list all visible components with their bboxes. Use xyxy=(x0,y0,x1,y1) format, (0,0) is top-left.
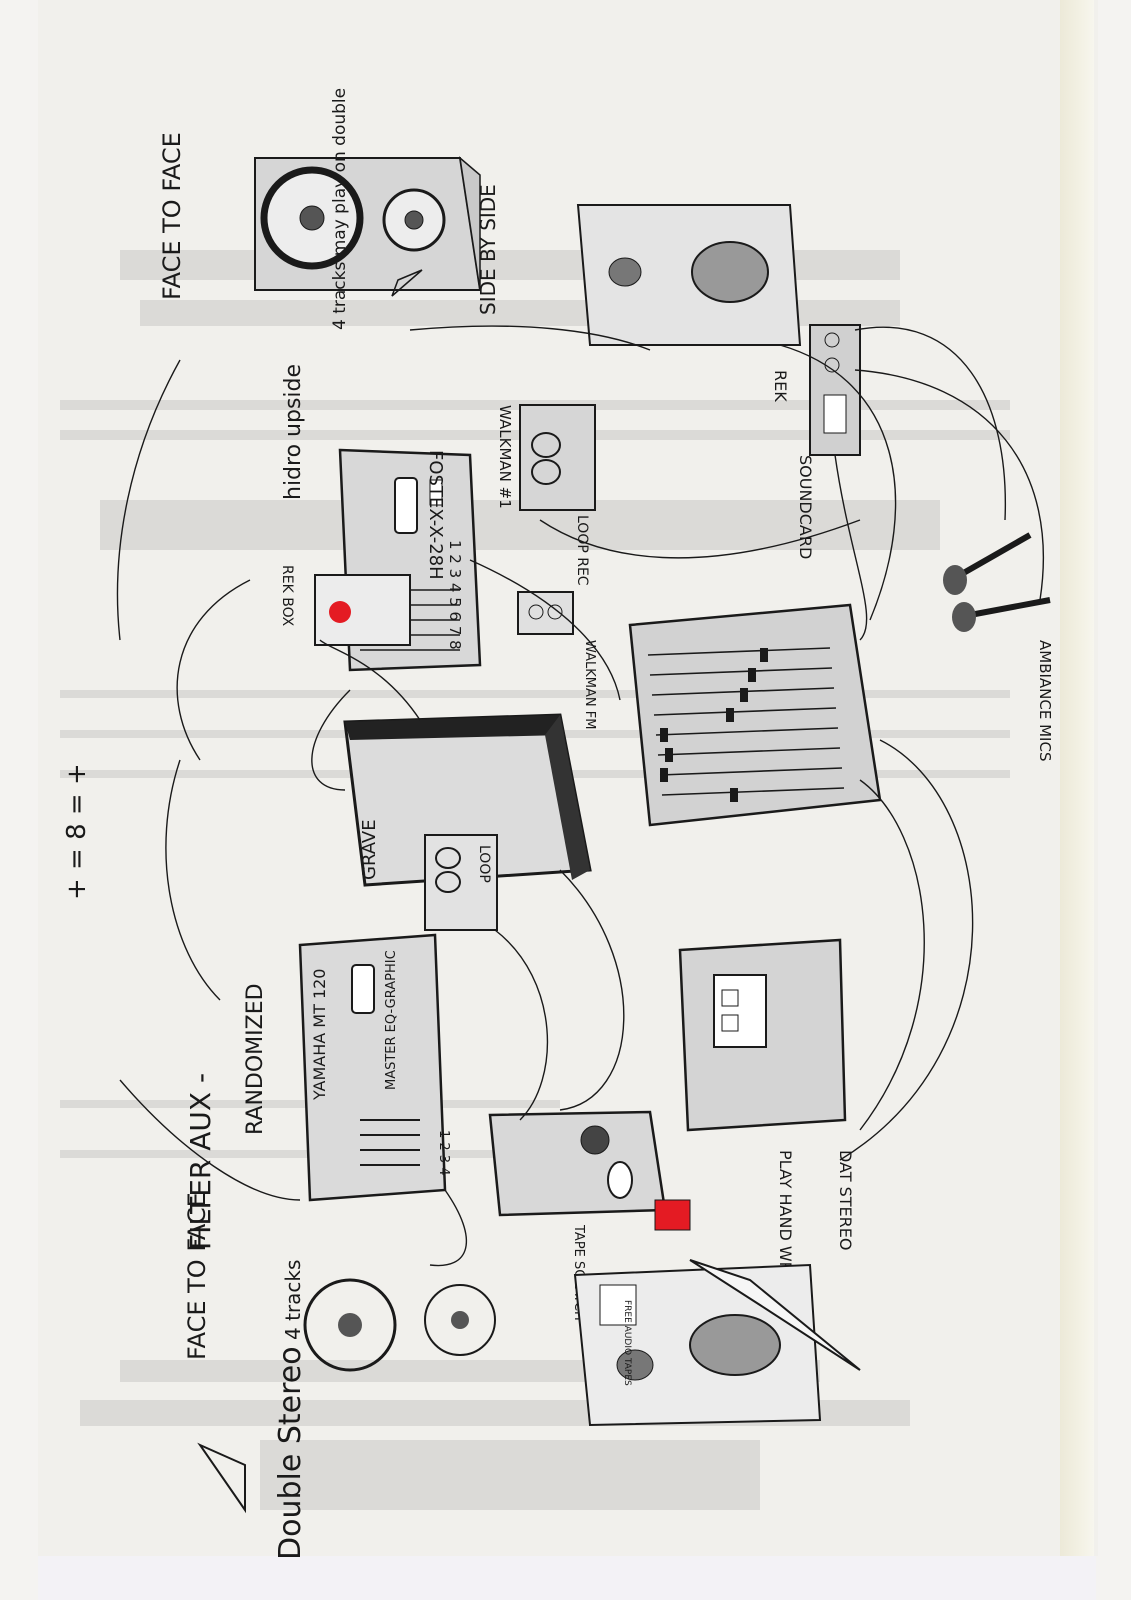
label-four-tracks: 4 tracks xyxy=(281,1260,305,1340)
label-loop-rec: LOOP REC xyxy=(574,515,590,586)
label-loop-mid: LOOP xyxy=(476,845,492,883)
label-fostex: FOSTEX-X-28H xyxy=(425,450,446,580)
label-walkman-fm: WALKMAN FM xyxy=(582,640,597,729)
label-yamaha: YAMAHA MT 120 xyxy=(310,969,329,1102)
paper-edge xyxy=(1060,0,1094,1556)
label-walkman-1: WALKMAN #1 xyxy=(496,405,514,509)
label-rek-box: REK BOX xyxy=(279,565,295,627)
label-soundcard: SOUNDCARD xyxy=(796,455,815,559)
grave-amp xyxy=(343,713,592,887)
label-randomized: RANDOMIZED xyxy=(243,983,268,1135)
soundcard-box xyxy=(809,324,861,456)
label-face-to-face-bottom: FACE TO FACE xyxy=(183,1192,211,1360)
label-grave: GRAVE xyxy=(359,819,380,880)
record-dot-icon xyxy=(329,601,351,623)
warning-triangle-icon-bottom xyxy=(197,1442,246,1514)
mixer-desk xyxy=(628,603,882,827)
dat-stereo-deck xyxy=(678,938,847,1132)
speaker-top-face-to-face-label: FACE TO FACE xyxy=(158,132,186,300)
walkman-loop-device xyxy=(519,404,596,511)
loop-box-mid xyxy=(424,834,498,931)
tape-scratch-device xyxy=(488,1110,691,1231)
walkman-fm xyxy=(517,591,574,635)
connecting-cables xyxy=(116,325,1045,1267)
speaker-bottom-right xyxy=(573,1259,861,1427)
label-master-eq: MASTER EQ-GRAPHIC xyxy=(384,950,399,1090)
speaker-top-right xyxy=(576,204,802,346)
label-double-stereo: Double Stereo xyxy=(273,1346,308,1560)
rek-box xyxy=(314,574,411,646)
label-speaker-note: 4 tracks may play on double xyxy=(330,88,350,330)
label-hidro-upside: hidro upside xyxy=(281,364,306,500)
label-ambiance-mics: AMBIANCE MICS xyxy=(1036,640,1054,761)
yamaha-recorder xyxy=(298,933,447,1202)
label-filter-aux: FILTER AUX - xyxy=(184,1073,217,1250)
knife-icon xyxy=(689,1259,861,1371)
label-formula: + = 8 = + xyxy=(62,763,92,900)
label-free-audio-tapes: FREE AUDIO TAPES xyxy=(622,1300,632,1386)
speaker-note: 4 tracks may play on double xyxy=(330,88,350,330)
label-side-by-side: SIDE BY SIDE xyxy=(476,184,500,315)
bottom-margin xyxy=(38,1556,1096,1600)
label-dat-stereo: DAT STEREO xyxy=(836,1150,855,1250)
label-face-to-face-top: FACE TO FACE xyxy=(158,132,186,300)
label-fostex-channels: 1 2 3 4 5 6 7 8 xyxy=(446,540,464,650)
warning-triangle-icon xyxy=(391,269,423,297)
ambiance-mics xyxy=(943,532,1051,632)
label-rek-right: REK xyxy=(771,370,790,402)
speaker-bottom-left xyxy=(303,1278,496,1372)
speaker-top-double xyxy=(254,156,482,291)
label-yamaha-channels: 1 2 3 4 xyxy=(436,1130,451,1175)
